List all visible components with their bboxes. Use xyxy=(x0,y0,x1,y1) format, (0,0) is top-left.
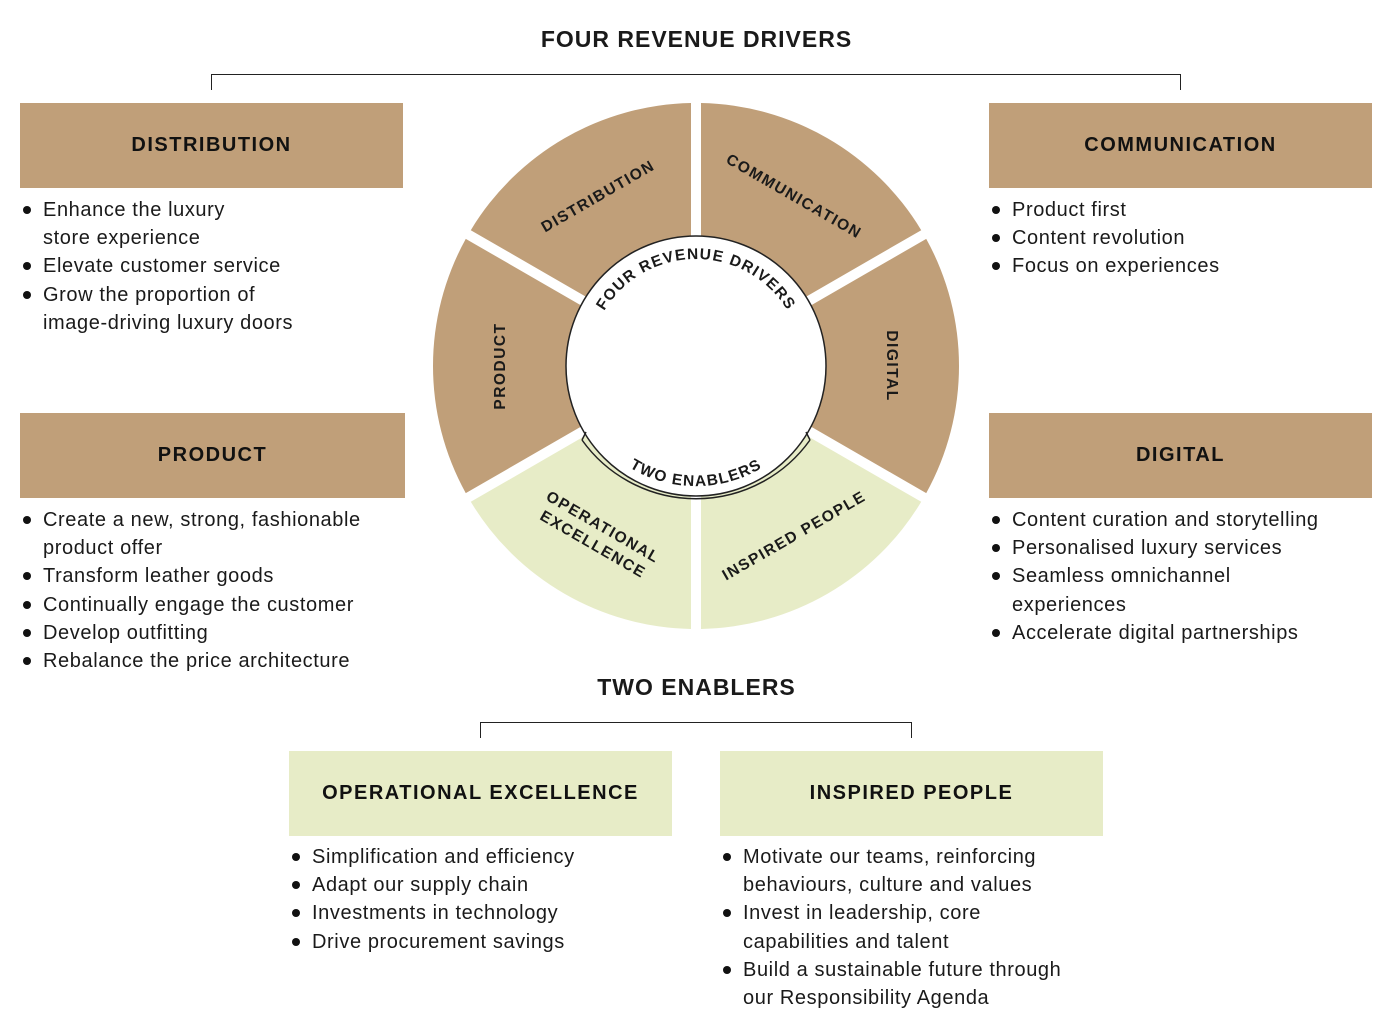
list-item: Simplification and efficiency xyxy=(289,843,709,871)
list-item: Elevate customer service xyxy=(20,252,420,280)
product-box: PRODUCT xyxy=(20,413,405,498)
wheel-label-product: PRODUCT xyxy=(492,322,509,409)
distribution-box: DISTRIBUTION xyxy=(20,103,403,188)
wheel-segment-product xyxy=(433,238,582,494)
wheel-segment-inspired-people xyxy=(700,435,922,629)
inner-divider-arc xyxy=(581,439,811,500)
list-item: Drive procurement savings xyxy=(289,928,709,956)
list-item: Product first xyxy=(989,196,1389,224)
enablers-bracket xyxy=(480,722,912,738)
drivers-bracket xyxy=(211,74,1181,90)
four-revenue-drivers-heading: FOUR REVENUE DRIVERS xyxy=(540,26,853,52)
list-item: Focus on experiences xyxy=(989,252,1389,280)
wheel-segment-operational-excellence xyxy=(470,435,692,629)
list-item: Transform leather goods xyxy=(20,562,430,590)
inner-divider-tick-right xyxy=(805,431,811,441)
inspired-people-box: INSPIRED PEOPLE xyxy=(720,751,1103,836)
list-item: Rebalance the price architecture xyxy=(20,647,430,675)
wheel-segment-communication xyxy=(700,103,922,297)
list-item: Investments in technology xyxy=(289,899,709,927)
inner-circle xyxy=(565,235,827,497)
wheel-segment-digital xyxy=(810,238,959,494)
operational-excellence-box: OPERATIONAL EXCELLENCE xyxy=(289,751,672,836)
list-item: Adapt our supply chain xyxy=(289,871,709,899)
list-item: Continually engage the customer xyxy=(20,591,430,619)
list-item: Develop outfitting xyxy=(20,619,430,647)
two-enablers-heading: TWO ENABLERS xyxy=(597,674,796,700)
list-item: Personalised luxury services xyxy=(989,534,1389,562)
communication-box: COMMUNICATION xyxy=(989,103,1372,188)
inner-divider-tick-left xyxy=(581,431,587,441)
list-item: Content curation and storytelling xyxy=(989,506,1389,534)
list-item: Content revolution xyxy=(989,224,1389,252)
wheel-label-digital: DIGITAL xyxy=(883,330,900,401)
digital-box: DIGITAL xyxy=(989,413,1372,498)
list-item: Accelerate digital partnerships xyxy=(989,619,1389,647)
wheel-segment-distribution xyxy=(470,103,692,297)
